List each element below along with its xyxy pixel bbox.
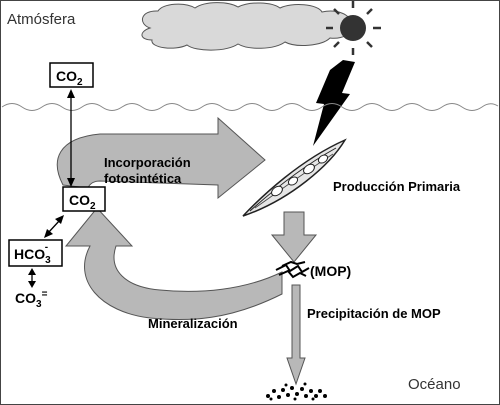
mop-precipitation-label: Precipitación de MOP (307, 306, 441, 321)
primary-production-label: Producción Primaria (333, 179, 461, 194)
sediment-particles-icon (266, 382, 327, 401)
hco3-co3-equilibrium-arrow (28, 268, 36, 288)
co2-atmosphere-label: CO2 (56, 68, 83, 88)
incorporation-label-line2: fotosintética (104, 171, 182, 186)
hco3-box (8, 239, 63, 267)
production-to-mop-arrow (270, 211, 318, 263)
co3-label: CO3= (15, 289, 48, 310)
phytoplankton-icon (242, 138, 347, 217)
co2-atmosphere-box (49, 62, 94, 88)
lightning-bolt-icon (313, 60, 355, 146)
incorporation-arrow (56, 116, 266, 200)
mineralization-label: Mineralización (148, 316, 238, 331)
cloud-icon (141, 2, 353, 51)
water-surface-line (1, 103, 499, 111)
ocean-label: Océano (408, 376, 461, 393)
mineralization-arrow (64, 207, 283, 321)
co2-hco3-equilibrium-arrow (44, 215, 64, 238)
incorporation-label-line1: Incorporación (104, 155, 191, 170)
sun-icon (326, 1, 381, 55)
co2-ocean-box (62, 186, 106, 212)
atmosphere-label: Atmósfera (7, 11, 76, 28)
mop-label: (MOP) (310, 263, 351, 279)
mop-precipitation-arrow (286, 284, 306, 386)
hco3-label: HCO3- (14, 242, 51, 266)
co2-ocean-label: CO2 (69, 192, 96, 212)
mop-particles-icon (275, 260, 310, 279)
atmosphere-ocean-exchange-arrow (67, 89, 75, 187)
